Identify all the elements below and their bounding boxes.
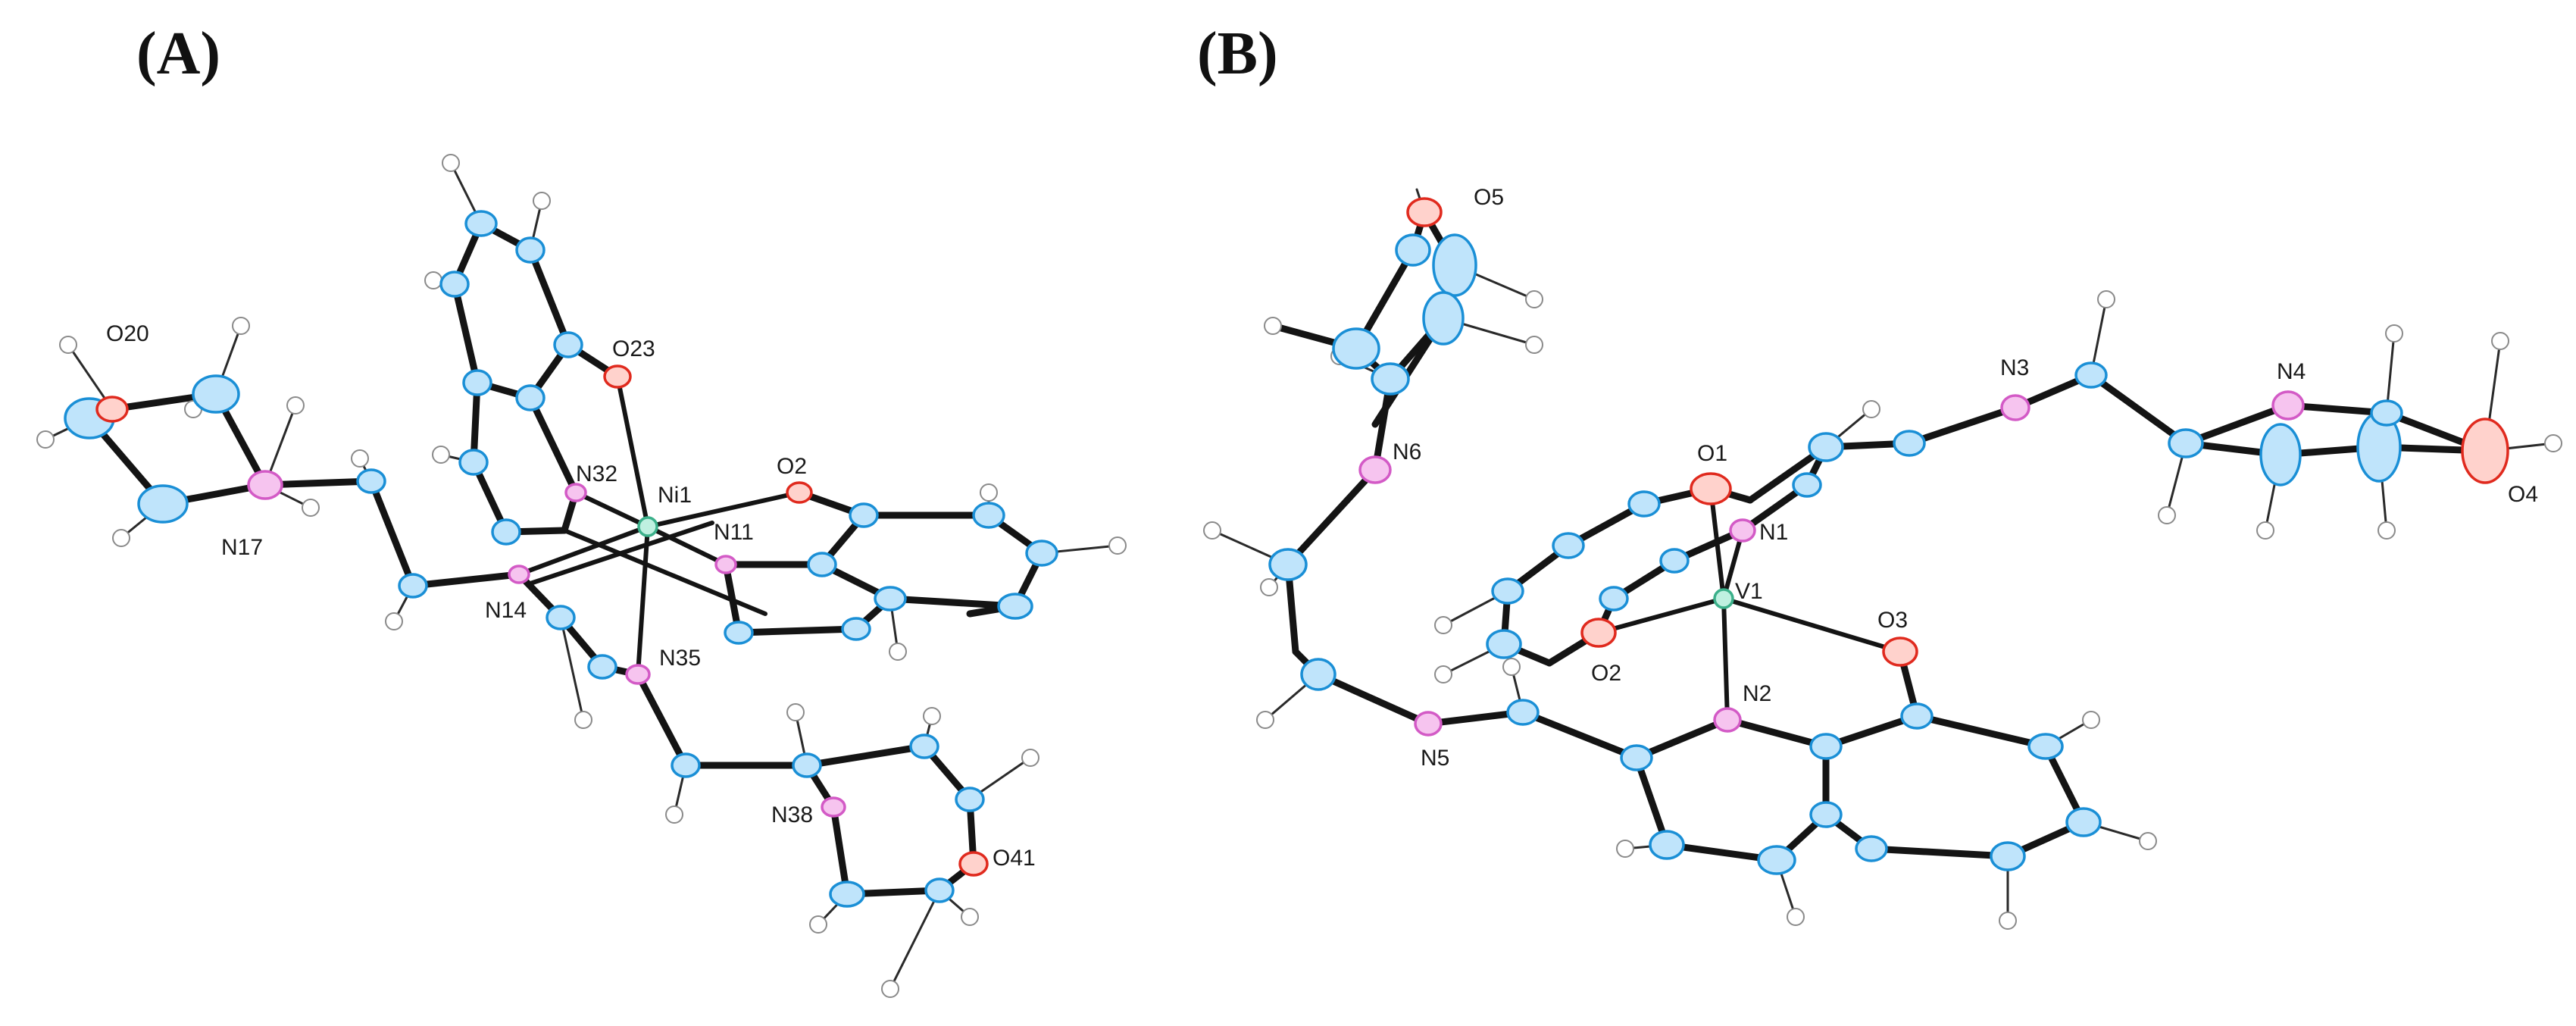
- atom-o5: [1406, 197, 1443, 227]
- label-o2: O2: [1591, 661, 1621, 686]
- atom-n4: [2271, 390, 2305, 421]
- panel-a-carbon-atoms: [64, 210, 1058, 908]
- atom-n38: [821, 796, 846, 818]
- label-n3: N3: [2000, 355, 2029, 380]
- label-n14: N14: [485, 598, 527, 623]
- label-n4: N4: [2277, 359, 2306, 384]
- label-o5: O5: [1474, 185, 1504, 210]
- panel-b-structure: O5 N3 N4 N6 O1 N1 O4 V1 O3 O2 N2 N5: [1203, 185, 2562, 930]
- atom-o1: [1690, 472, 1732, 505]
- panel-a-hydrogen-atoms: [36, 154, 1127, 998]
- atom-n3: [2000, 394, 2030, 421]
- label-n6: N6: [1393, 439, 1421, 465]
- panel-a-label: (A): [136, 20, 221, 87]
- label-v1: V1: [1735, 579, 1763, 604]
- atom-o20: [95, 396, 129, 423]
- panel-b-h-bonds: [1211, 188, 2555, 922]
- atom-n6: [1358, 455, 1392, 484]
- label-o41: O41: [993, 846, 1036, 871]
- label-o1: O1: [1697, 441, 1727, 466]
- label-n38: N38: [771, 802, 813, 827]
- label-n32: N32: [576, 461, 617, 486]
- label-n1: N1: [1759, 520, 1788, 545]
- panel-a-heteroatoms: [95, 364, 989, 877]
- atom-o4: [2461, 418, 2509, 484]
- atom-o2-b: [1580, 618, 1617, 648]
- atom-n11: [714, 555, 737, 574]
- atom-ni1: [637, 516, 658, 537]
- atom-n14: [508, 565, 530, 584]
- label-ni1: Ni1: [658, 483, 692, 508]
- label-o2: O2: [777, 454, 807, 479]
- atom-n35: [625, 664, 651, 685]
- panel-b-hydrogen-atoms: [1203, 290, 2562, 930]
- panel-b-coordination-bonds: [1596, 486, 1902, 722]
- label-o4: O4: [2508, 482, 2538, 507]
- panel-b-label: (B): [1197, 20, 1278, 87]
- atom-n5: [1414, 711, 1443, 737]
- label-o20: O20: [106, 321, 149, 346]
- panel-a-atom-labels: O20 N17 O23 N32 Ni1 O2 N11 N14 N35 N38 O…: [106, 321, 1036, 871]
- label-o23: O23: [612, 336, 655, 361]
- label-o3: O3: [1877, 608, 1908, 633]
- panel-b-bonds: [1284, 208, 2489, 864]
- panel-a-structure: O20 N17 O23 N32 Ni1 O2 N11 N14 N35 N38 O…: [36, 154, 1127, 998]
- atom-n2: [1713, 707, 1742, 733]
- panel-b-atom-labels: O5 N3 N4 N6 O1 N1 O4 V1 O3 O2 N2 N5: [1393, 185, 2538, 771]
- label-n5: N5: [1421, 746, 1449, 771]
- atom-o23: [603, 364, 632, 389]
- label-n11: N11: [714, 520, 754, 545]
- panel-a-h-bonds: [44, 161, 1119, 990]
- label-n35: N35: [659, 646, 701, 671]
- atom-o41: [958, 851, 989, 877]
- atom-n1: [1729, 518, 1756, 543]
- atom-n32: [564, 483, 587, 502]
- atom-o2: [786, 481, 813, 504]
- atom-o3: [1882, 637, 1918, 667]
- atom-n17: [247, 470, 283, 500]
- panel-b-carbon-atoms: [1268, 233, 2403, 875]
- panel-b-heteroatoms: [1358, 197, 2509, 737]
- atom-v1: [1713, 588, 1734, 609]
- label-n2: N2: [1743, 681, 1771, 706]
- label-n17: N17: [221, 535, 263, 560]
